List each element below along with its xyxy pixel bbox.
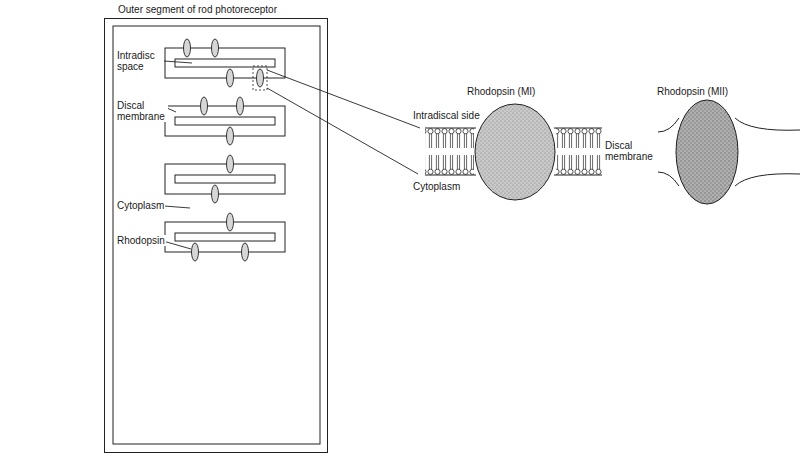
part-label: Rhodopsin bbox=[116, 235, 166, 246]
part-label: Intradiscal side bbox=[412, 110, 481, 121]
part-label: Rhodopsin (MI) bbox=[466, 86, 536, 97]
part-label: Cytoplasm bbox=[116, 200, 165, 211]
part-label: Discal membrane bbox=[116, 100, 168, 122]
part-label: Discal membrane bbox=[604, 140, 656, 162]
part-label: Intradisc space bbox=[116, 50, 164, 72]
part-label: Cytoplasm bbox=[412, 181, 461, 192]
part-label: Rhodopsin (MII) bbox=[656, 86, 729, 97]
node-heading: Outer segment of rod photoreceptor bbox=[118, 4, 277, 16]
